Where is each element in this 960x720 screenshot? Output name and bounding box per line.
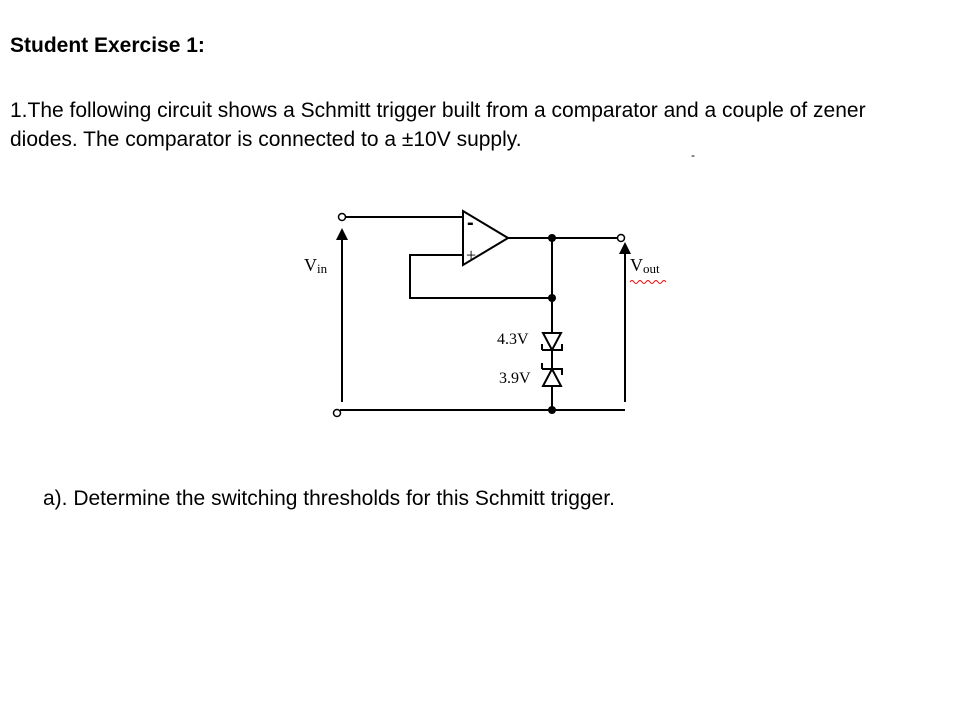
- vout-spellcheck-squiggle: [629, 280, 667, 284]
- output-junction-dot: [548, 234, 556, 242]
- vin-top-terminal: [337, 212, 347, 222]
- vin-label: Vin: [304, 255, 328, 276]
- zener-diode-top: [541, 332, 563, 353]
- feedback-junction-dot: [548, 294, 556, 302]
- stray-mark: -: [691, 148, 695, 162]
- vout-label: Vout: [630, 255, 660, 276]
- exercise-intro: 1.The following circuit shows a Schmitt …: [10, 99, 866, 151]
- question-a: a). Determine the switching thresholds f…: [43, 487, 615, 510]
- vout-terminal: [616, 233, 626, 243]
- comparator-symbol: [462, 209, 510, 267]
- zener-diode-bottom: [541, 366, 563, 387]
- comparator-plus-sign: +: [466, 245, 476, 265]
- exercise-title: Student Exercise 1:: [10, 34, 205, 57]
- vin-bottom-terminal: [332, 408, 342, 418]
- feedback-wire: [409, 254, 552, 299]
- zener-bottom-label: 3.9V: [499, 370, 531, 387]
- ground-junction-dot: [548, 406, 556, 414]
- zener-top-label: 4.3V: [497, 331, 529, 348]
- comparator-minus-sign: -: [467, 212, 474, 234]
